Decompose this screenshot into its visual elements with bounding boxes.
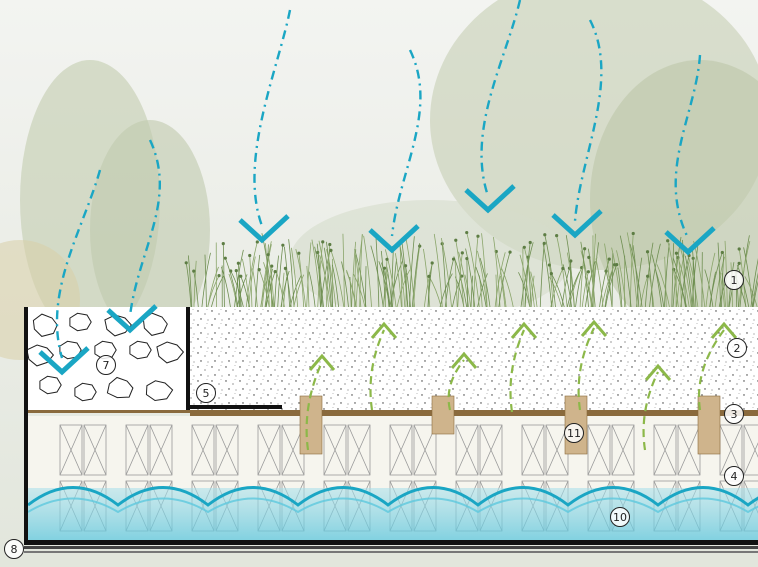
grass-seed-head: [561, 267, 564, 270]
grass-seed-head: [550, 272, 553, 275]
grass-seed-head: [632, 232, 635, 235]
growing-medium-layer: [190, 307, 758, 410]
grass-seed-head: [476, 235, 479, 238]
grass-seed-head: [270, 264, 273, 267]
callout-3: 3: [724, 404, 744, 424]
grass-seed-head: [452, 257, 455, 260]
grass-seed-head: [224, 257, 227, 260]
grass-seed-head: [583, 247, 586, 250]
grass-seed-head: [192, 270, 195, 273]
grass-seed-head: [508, 250, 511, 253]
grass-seed-head: [328, 243, 331, 246]
grass-seed-head: [569, 259, 572, 262]
grass-seed-head: [329, 249, 332, 252]
grass-seed-head: [248, 254, 251, 257]
grass-seed-head: [267, 253, 270, 256]
grass-seed-head: [666, 239, 669, 242]
grass-seed-head: [465, 231, 468, 234]
callout-4: 4: [724, 466, 744, 486]
grass-seed-head: [587, 270, 590, 273]
grass-seed-head: [555, 234, 558, 237]
grass-seed-head: [297, 252, 300, 255]
grass-seed-head: [543, 233, 546, 236]
filter-fabric-layer-left: [28, 410, 190, 413]
grass-seed-head: [675, 252, 678, 255]
grass-seed-head: [239, 275, 242, 278]
grass-seed-head: [237, 262, 240, 265]
grass-seed-head: [738, 247, 741, 250]
filter-fabric-layer: [190, 410, 758, 416]
callout-5: 5: [196, 383, 216, 403]
grass-seed-head: [258, 268, 261, 271]
callout-11: 11: [564, 423, 584, 443]
grass-seed-head: [738, 262, 741, 265]
grass-seed-head: [721, 251, 724, 254]
grass-seed-head: [274, 270, 277, 273]
grass-seed-head: [461, 251, 464, 254]
grass-seed-head: [385, 258, 388, 261]
grass-seed-head: [321, 240, 324, 243]
grass-seed-head: [284, 267, 287, 270]
grass-seed-head: [383, 267, 386, 270]
grass-seed-head: [646, 275, 649, 278]
grass-seed-head: [235, 269, 238, 272]
grass-seed-head: [431, 261, 434, 264]
grass-seed-head: [543, 242, 546, 245]
grass-seed-head: [256, 240, 259, 243]
callout-8: 8: [4, 539, 24, 559]
grass-seed-head: [465, 257, 468, 260]
grass-seed-head: [523, 246, 526, 249]
water-retention: [28, 488, 758, 541]
grass-seed-head: [185, 261, 188, 264]
grass-seed-head: [281, 244, 284, 247]
callout-10: 10: [610, 507, 630, 527]
grass-seed-head: [646, 250, 649, 253]
grass-seed-head: [217, 274, 220, 277]
callout-7: 7: [96, 355, 116, 375]
grass-seed-head: [454, 239, 457, 242]
grass-seed-head: [529, 241, 532, 244]
callout-1: 1: [724, 270, 744, 290]
grass-seed-head: [222, 242, 225, 245]
grass-seed-head: [613, 263, 616, 266]
grass-seed-head: [608, 258, 611, 261]
callout-2: 2: [727, 338, 747, 358]
grass-seed-head: [587, 256, 590, 259]
